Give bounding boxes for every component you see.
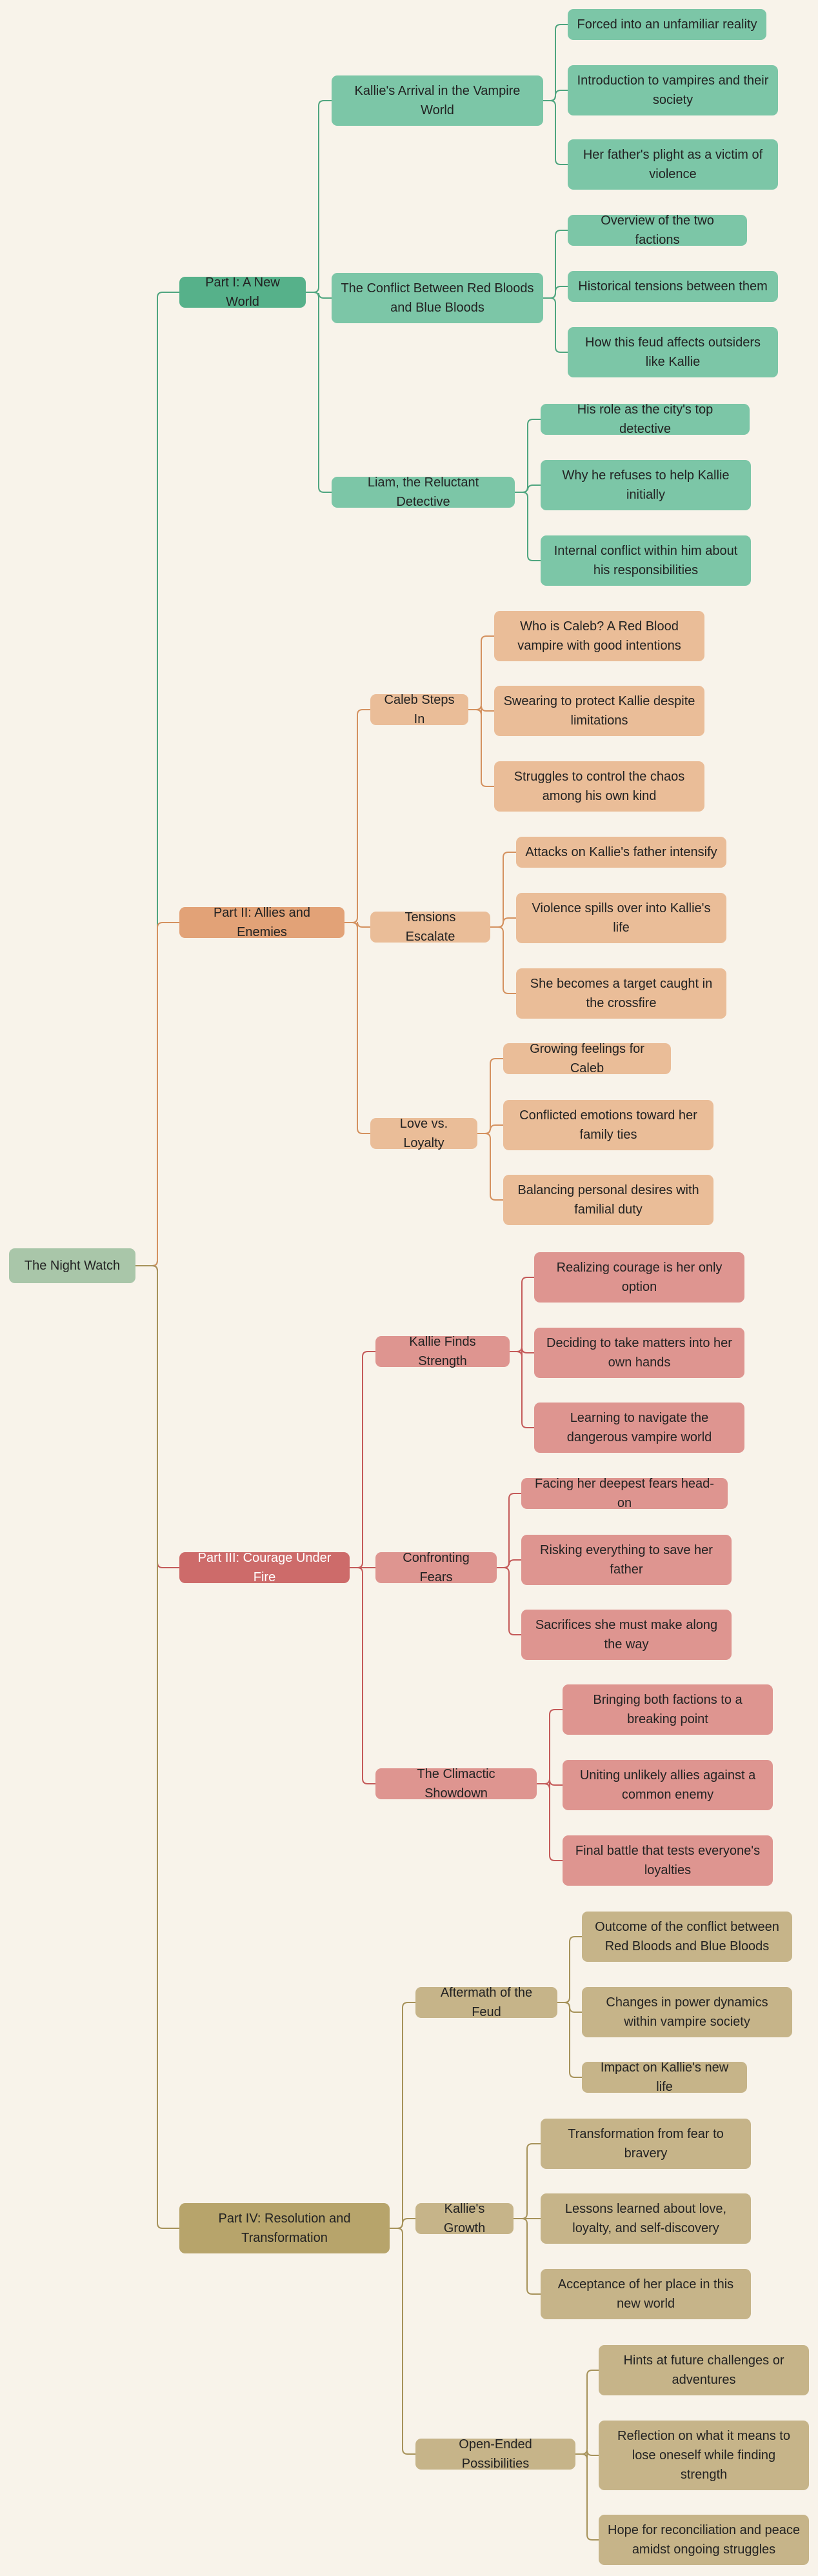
part-4-node: Part IV: Resolution and Transformation (179, 2203, 390, 2253)
item-1-3-1-node: His role as the city's top detective (541, 403, 750, 436)
item-3-3-1-node: Bringing both factions to a breaking poi… (563, 1684, 773, 1735)
edge-section-4-3-item-1 (575, 2370, 599, 2455)
edge-part-1-section-3 (306, 292, 332, 493)
edge-section-1-2-item-3 (543, 297, 568, 353)
section-3-2-node: Confronting Fears (375, 1551, 497, 1584)
section-3-3-node: The Climactic Showdown (375, 1767, 537, 1801)
item-1-3-3-node: Internal conflict within him about his r… (541, 535, 751, 586)
item-3-1-1-node: Realizing courage is her only option (534, 1252, 744, 1303)
edge-section-4-2-item-1 (514, 2143, 541, 2219)
edge-section-3-1-item-1 (510, 1277, 534, 1352)
section-1-3-node: Liam, the Reluctant Detective (332, 475, 515, 509)
section-2-3-node: Love vs. Loyalty (370, 1117, 477, 1150)
item-1-2-2-node: Historical tensions between them (568, 271, 778, 302)
edge-section-3-1-item-3 (510, 1351, 534, 1428)
section-3-1-node: Kallie Finds Strength (375, 1335, 510, 1368)
item-2-1-2-node: Swearing to protect Kallie despite limit… (494, 686, 704, 736)
item-4-2-2-node: Lessons learned about love, loyalty, and… (541, 2193, 751, 2244)
edge-part-3-section-3 (350, 1567, 375, 1784)
item-2-3-1-node: Growing feelings for Caleb (503, 1042, 671, 1075)
item-2-2-2-node: Violence spills over into Kallie's life (516, 893, 726, 943)
section-1-2-node: The Conflict Between Red Bloods and Blue… (332, 273, 543, 323)
edge-section-3-3-item-3 (537, 1783, 563, 1861)
edge-part-4-section-1 (390, 2002, 415, 2229)
item-1-3-2-node: Why he refuses to help Kallie initially (541, 460, 751, 510)
edge-section-1-1-item-1 (543, 24, 568, 101)
item-4-3-3-node: Hope for reconciliation and peace amidst… (599, 2515, 809, 2565)
root-node: The Night Watch (9, 1248, 135, 1283)
item-3-2-2-node: Risking everything to save her father (521, 1535, 732, 1585)
item-2-1-3-node: Struggles to control the chaos among his… (494, 761, 704, 812)
item-3-3-2-node: Uniting unlikely allies against a common… (563, 1760, 773, 1810)
edge-part-2-section-3 (344, 922, 370, 1134)
item-3-2-1-node: Facing her deepest fears head-on (521, 1477, 728, 1510)
item-1-1-2-node: Introduction to vampires and their socie… (568, 65, 778, 115)
item-3-3-3-node: Final battle that tests everyone's loyal… (563, 1835, 773, 1886)
part-3-node: Part III: Courage Under Fire (179, 1551, 350, 1584)
item-4-3-1-node: Hints at future challenges or adventures (599, 2345, 809, 2395)
edge-section-1-2-item-1 (543, 230, 568, 299)
edge-part-1-section-1 (306, 100, 332, 293)
section-4-2-node: Kallie's Growth (415, 2202, 514, 2235)
edge-part-3-section-1 (350, 1351, 375, 1568)
edge-section-1-3-item-1 (515, 419, 541, 493)
edge-section-4-1-item-1 (557, 1936, 582, 2003)
item-2-1-1-node: Who is Caleb? A Red Blood vampire with g… (494, 611, 704, 661)
section-2-1-node: Caleb Steps In (370, 693, 468, 726)
edge-root-part-2 (135, 922, 179, 1266)
item-1-1-1-node: Forced into an unfamiliar reality (568, 9, 766, 40)
item-4-3-2-node: Reflection on what it means to lose ones… (599, 2421, 809, 2490)
item-2-2-1-node: Attacks on Kallie's father intensify (516, 837, 726, 868)
item-1-2-1-node: Overview of the two factions (568, 214, 747, 247)
item-1-2-3-node: How this feud affects outsiders like Kal… (568, 327, 778, 377)
edge-section-2-1-item-1 (468, 635, 494, 710)
edge-section-2-2-item-1 (490, 852, 516, 928)
edge-section-3-2-item-1 (497, 1493, 521, 1568)
item-1-1-3-node: Her father's plight as a victim of viole… (568, 139, 778, 190)
item-4-2-1-node: Transformation from fear to bravery (541, 2119, 751, 2169)
item-2-3-2-node: Conflicted emotions toward her family ti… (503, 1100, 713, 1150)
section-1-1-node: Kallie's Arrival in the Vampire World (332, 75, 543, 126)
edge-section-1-3-item-3 (515, 492, 541, 561)
edge-part-4-section-3 (390, 2228, 415, 2455)
section-2-2-node: Tensions Escalate (370, 910, 490, 944)
item-2-2-3-node: She becomes a target caught in the cross… (516, 968, 726, 1019)
item-4-1-1-node: Outcome of the conflict between Red Bloo… (582, 1912, 792, 1962)
edge-section-4-3-item-3 (575, 2453, 599, 2541)
item-4-1-2-node: Changes in power dynamics within vampire… (582, 1987, 792, 2037)
edge-root-part-4 (135, 1265, 179, 2229)
item-3-1-2-node: Deciding to take matters into her own ha… (534, 1328, 744, 1378)
section-4-1-node: Aftermath of the Feud (415, 1986, 557, 2019)
edge-section-2-1-item-3 (468, 709, 494, 787)
edge-section-2-3-item-3 (477, 1133, 503, 1201)
edge-section-2-2-item-3 (490, 926, 516, 994)
edge-section-4-1-item-3 (557, 2002, 582, 2078)
edge-section-4-2-item-3 (514, 2218, 541, 2295)
section-4-3-node: Open-Ended Possibilities (415, 2437, 575, 2471)
item-4-1-3-node: Impact on Kallie's new life (582, 2061, 747, 2094)
edge-section-3-3-item-1 (537, 1709, 563, 1784)
edge-section-3-2-item-3 (497, 1567, 521, 1635)
item-4-2-3-node: Acceptance of her place in this new worl… (541, 2269, 751, 2319)
part-2-node: Part II: Allies and Enemies (179, 906, 344, 939)
edge-section-2-3-item-1 (477, 1058, 503, 1134)
edge-section-1-1-item-3 (543, 100, 568, 165)
item-3-1-3-node: Learning to navigate the dangerous vampi… (534, 1403, 744, 1453)
item-3-2-3-node: Sacrifices she must make along the way (521, 1610, 732, 1660)
edge-part-2-section-1 (344, 709, 370, 923)
item-2-3-3-node: Balancing personal desires with familial… (503, 1175, 713, 1225)
part-1-node: Part I: A New World (179, 275, 306, 309)
